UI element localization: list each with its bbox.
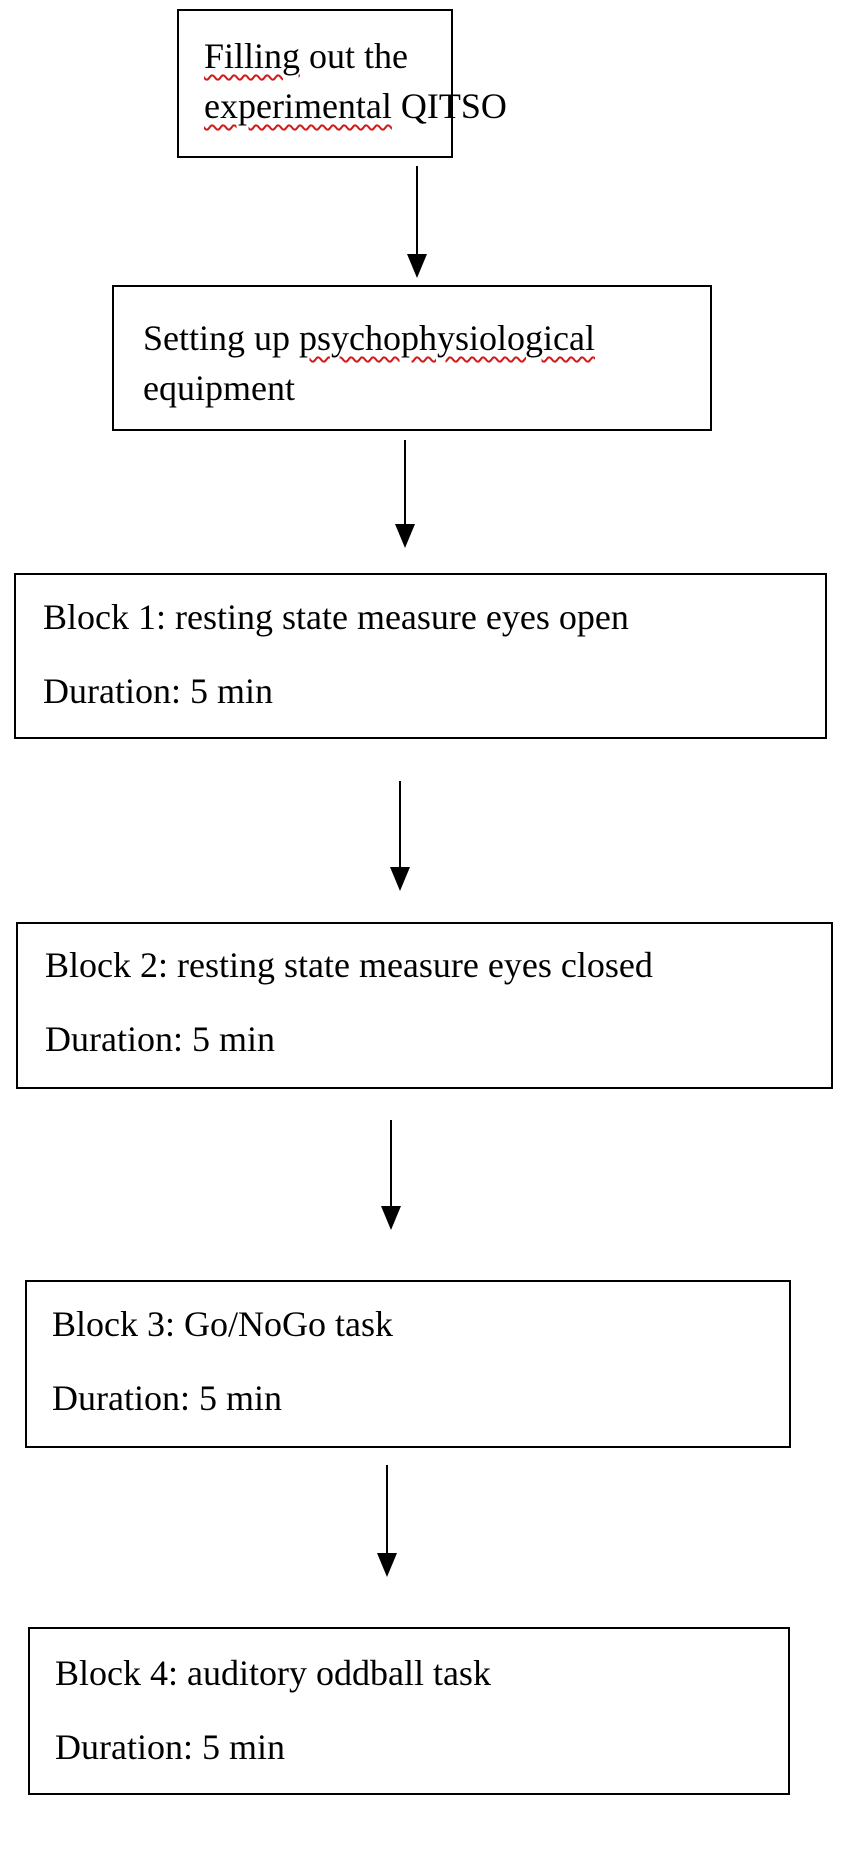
step-2-text-setting-up: Setting up	[143, 318, 300, 358]
block-4-box: Block 4: auditory oddball task Duration:…	[28, 1627, 790, 1795]
step-1-text-out-the: out the	[300, 36, 409, 76]
step-1-text-qitso: QITSO	[391, 86, 507, 126]
arrow-5-to-6	[375, 1465, 399, 1579]
arrow-2-to-3	[393, 440, 417, 550]
block-1-title: Block 1: resting state measure eyes open	[43, 597, 629, 637]
block-3-box: Block 3: Go/NoGo task Duration: 5 min	[25, 1280, 791, 1448]
step-1-line-1: Filling out the	[204, 35, 408, 77]
block-1-duration: Duration: 5 min	[43, 671, 273, 711]
step-box-filling-questionnaire: Filling out the experimental QITSO	[177, 9, 507, 158]
step-1-word-filling: Filling	[204, 36, 301, 76]
block-4-duration: Duration: 5 min	[55, 1727, 285, 1767]
block-2-box: Block 2: resting state measure eyes clos…	[16, 922, 833, 1089]
step-2-line-2: equipment	[143, 368, 295, 408]
block-2-title: Block 2: resting state measure eyes clos…	[45, 945, 653, 985]
step-2-word-psychophysiological: psychophysiological	[299, 318, 595, 358]
arrow-1-to-2	[405, 166, 429, 280]
block-4-title: Block 4: auditory oddball task	[55, 1653, 491, 1693]
block-3-title: Block 3: Go/NoGo task	[52, 1304, 393, 1344]
step-1-line-2: experimental QITSO	[204, 85, 507, 127]
step-2-line-1: Setting up psychophysiological	[143, 317, 595, 359]
arrow-4-to-5	[379, 1120, 403, 1232]
block-1-box: Block 1: resting state measure eyes open…	[14, 573, 827, 739]
block-3-duration: Duration: 5 min	[52, 1378, 282, 1418]
arrow-3-to-4	[388, 781, 412, 893]
step-box-equipment-setup: Setting up psychophysiological equipment	[112, 285, 712, 431]
step-1-word-experimental: experimental	[204, 86, 392, 126]
block-2-duration: Duration: 5 min	[45, 1019, 275, 1059]
